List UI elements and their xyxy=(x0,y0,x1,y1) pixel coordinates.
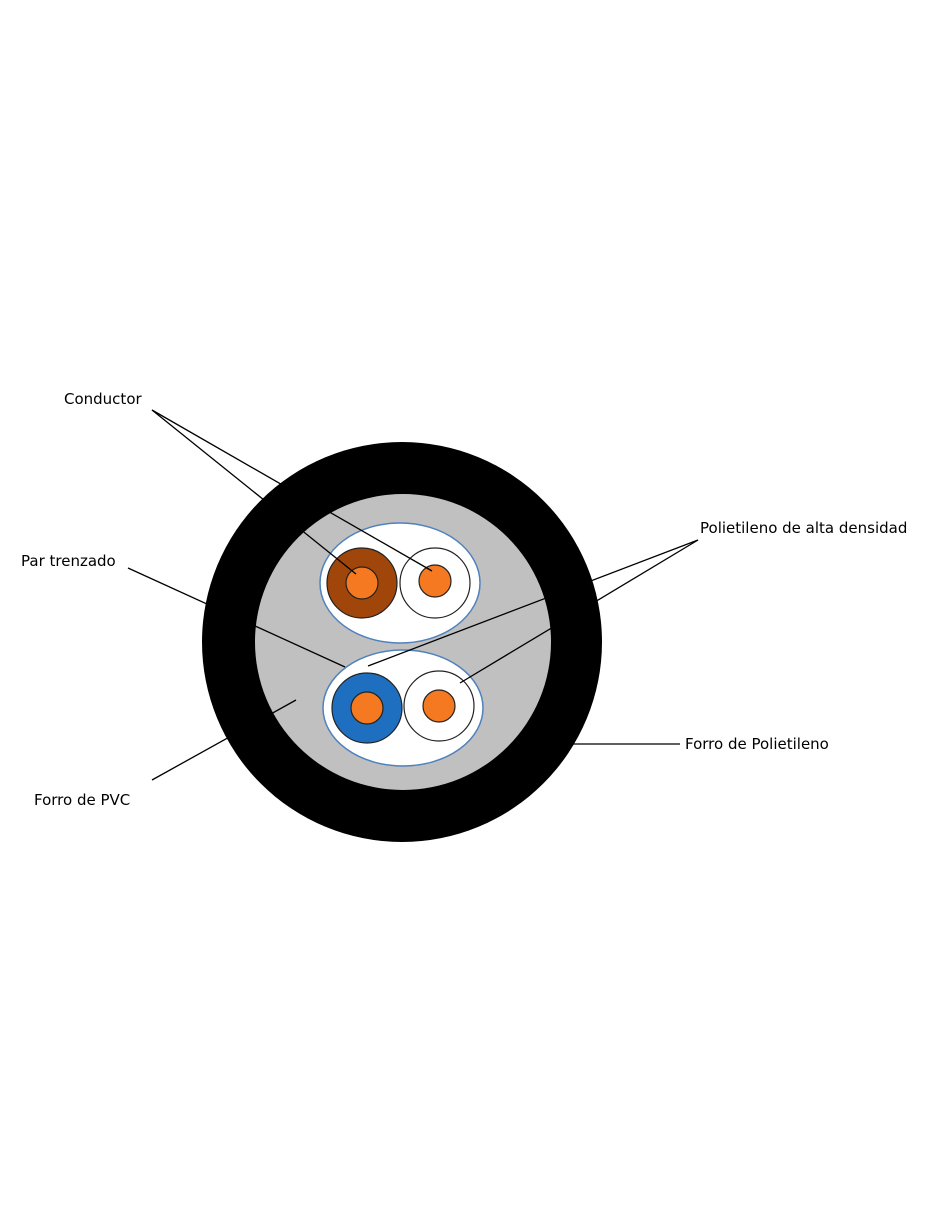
label-forro-polietileno: Forro de Polietileno xyxy=(685,735,829,753)
leader-polietileno-1 xyxy=(367,539,699,667)
label-polietileno-alta-densidad: Polietileno de alta densidad xyxy=(700,519,907,537)
twisted-pair-top xyxy=(319,522,481,644)
conductor-blue-core xyxy=(350,691,384,725)
leader-conductor-1 xyxy=(151,409,357,575)
label-forro-pvc: Forro de PVC xyxy=(34,791,130,809)
conductor-white-bottom-core xyxy=(422,689,456,723)
label-par-trenzado: Par trenzado xyxy=(21,552,116,570)
twisted-pair-bottom xyxy=(322,649,484,767)
leader-conductor-2 xyxy=(151,409,433,572)
label-conductor: Conductor xyxy=(64,390,142,408)
leader-forro-pvc xyxy=(151,699,297,781)
conductor-brown-core xyxy=(345,566,379,600)
leader-lines xyxy=(127,409,699,781)
leader-polietileno-2 xyxy=(459,539,699,684)
conductor-white-top-core xyxy=(418,564,452,598)
leader-par-trenzado xyxy=(127,567,346,668)
